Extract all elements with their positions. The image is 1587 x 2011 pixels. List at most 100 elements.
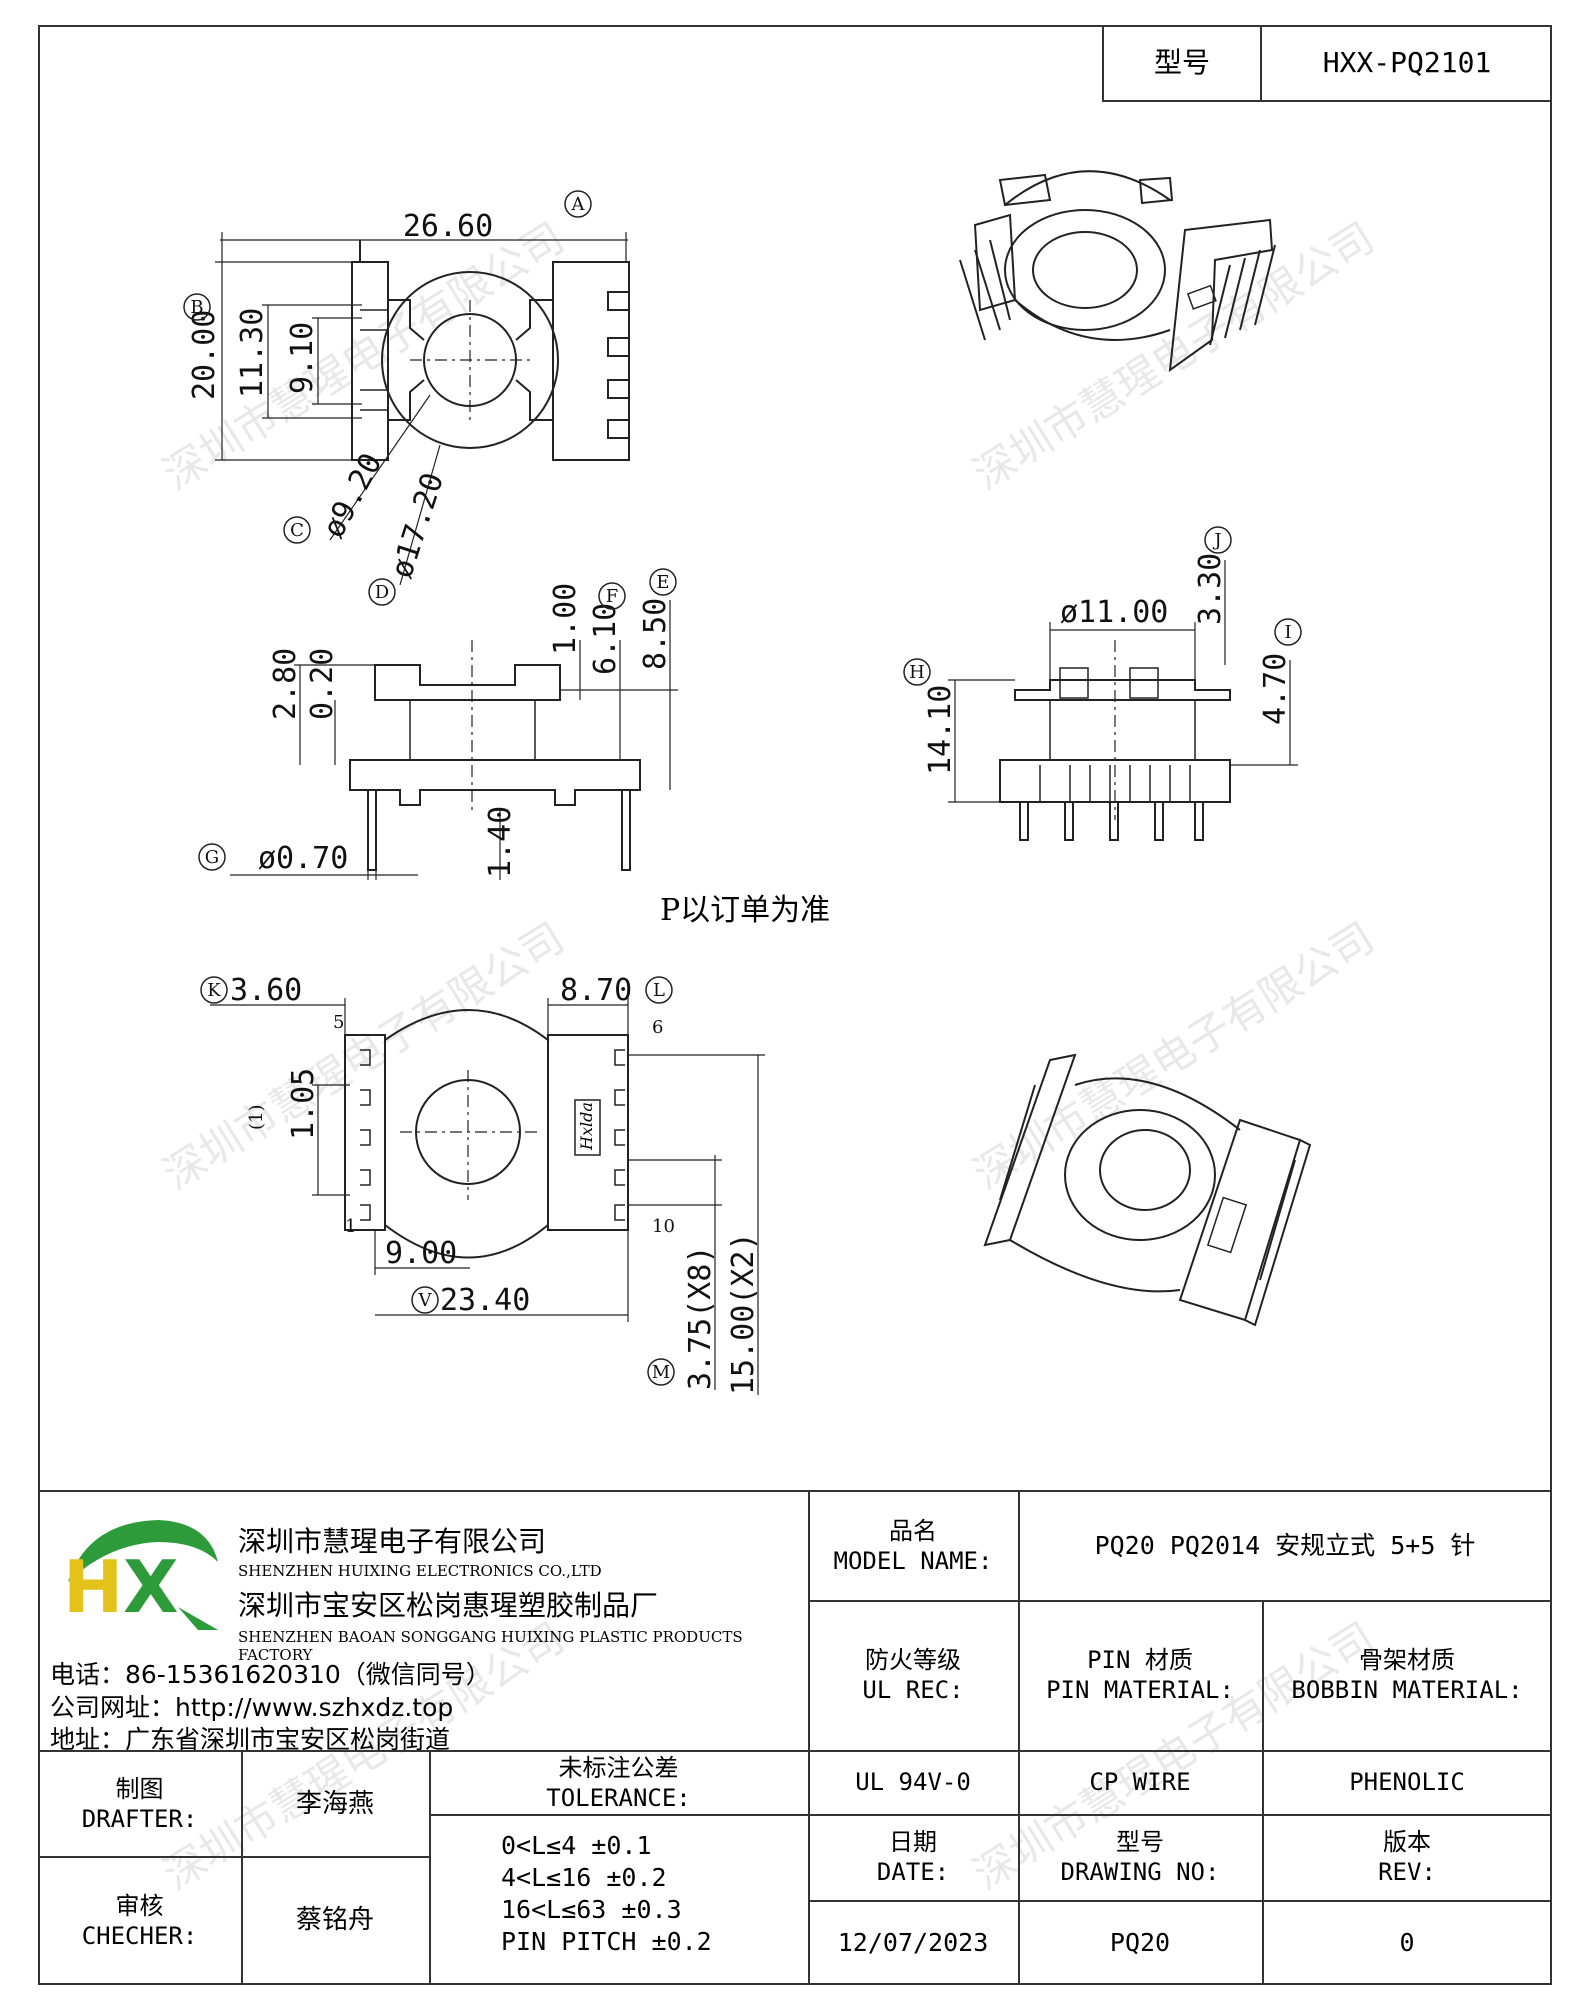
rev-en: REV: — [1378, 1858, 1436, 1886]
dim-1-00-text: 1.00 — [548, 583, 583, 655]
title-block: H X 深圳市慧瑆电子有限公司 SHENZHEN HUIXING ELECTRO… — [38, 1490, 1552, 1985]
logo-letter-h: H — [63, 1545, 123, 1629]
model-name-value: PQ20 PQ2014 安规立式 5+5 针 — [1018, 1490, 1552, 1602]
model-name-en: MODEL NAME: — [833, 1547, 993, 1575]
marker-j: J — [1212, 530, 1221, 551]
tolerance-line-1: 0<L≤4 ±0.1 — [501, 1831, 652, 1860]
pin-material-value: CP WIRE — [1018, 1750, 1264, 1816]
pin-note: P以订单为准 — [660, 893, 830, 928]
marker-b: B — [190, 297, 203, 318]
dim-8-50-text: 8.50 — [638, 598, 673, 670]
marker-a: A — [571, 194, 586, 215]
dim-8-70-text: 8.70 — [560, 973, 632, 1008]
iso-view-bottom — [983, 1053, 1312, 1327]
drafter-label: 制图 DRAFTER: — [38, 1750, 243, 1858]
tolerance-en: TOLERANCE: — [546, 1784, 691, 1812]
bottom-view: Hxlda 3.60 K 8.70 L 5 6 1 10 1.05 (1) 9.… — [200, 973, 765, 1395]
dim-dia11-text: ø11.00 — [1060, 595, 1168, 630]
factory-name-cn: 深圳市宝安区松岗惠瑆塑胶制品厂 — [238, 1589, 659, 1622]
marker-e: E — [656, 572, 669, 593]
dim-14-10-text: 14.10 — [923, 685, 958, 775]
dim-9-00-text: 9.00 — [385, 1236, 457, 1271]
factory-name-en: SHENZHEN BAOAN SONGGANG HUIXING PLASTIC … — [238, 1628, 743, 1664]
tolerance-line-4: PIN PITCH ±0.2 — [501, 1927, 712, 1956]
dim-1-05-note: (1) — [246, 1105, 267, 1131]
logo-letter-x: X — [123, 1545, 179, 1629]
marker-f: F — [606, 586, 619, 607]
dim-2-80-text: 2.80 — [268, 648, 303, 720]
company-name-en: SHENZHEN HUIXING ELECTRONICS CO.,LTD — [238, 1562, 602, 1580]
bobbin-logo-mark: Hxlda — [577, 1102, 596, 1151]
dim-3-30-text: 3.30 — [1193, 553, 1228, 625]
pin-material-en: PIN MATERIAL: — [1046, 1676, 1234, 1704]
marker-h: H — [909, 662, 925, 683]
drafter-en: DRAFTER: — [81, 1805, 198, 1833]
dim-3-60-text: 3.60 — [230, 973, 302, 1008]
tolerance-label: 未标注公差 TOLERANCE: — [429, 1750, 810, 1816]
header-model-box: 型号 HXX-PQ2101 — [1102, 25, 1552, 102]
pin-1-label: 1 — [345, 1216, 356, 1237]
side-view: ø11.00 3.30 J 4.70 I 14.10 H — [903, 526, 1302, 841]
date-en: DATE: — [876, 1858, 950, 1886]
drawing-frame — [38, 25, 1552, 1985]
dim-g-text: ø0.70 — [258, 841, 348, 876]
marker-d: D — [375, 582, 389, 603]
pin-10-label: 10 — [652, 1216, 675, 1237]
checker-en: CHECHER: — [81, 1921, 198, 1950]
drafter-cn: 制图 — [115, 1775, 164, 1803]
checker-value: 蔡铭舟 — [241, 1856, 431, 1985]
dim-0-20-text: 0.20 — [305, 648, 340, 720]
front-view: 2.80 0.20 1.00 6.10 F 8.50 E ø0.70 G 1.4… — [198, 568, 830, 928]
model-name-label: 品名 MODEL NAME: — [808, 1490, 1020, 1602]
bobbin-material-en: BOBBIN MATERIAL: — [1291, 1676, 1523, 1704]
drawing-no-label: 型号 DRAWING NO: — [1018, 1814, 1264, 1902]
tolerance-values: 0<L≤4 ±0.1 4<L≤16 ±0.2 16<L≤63 ±0.3 PIN … — [429, 1814, 810, 1985]
drawing-no-en: DRAWING NO: — [1060, 1858, 1220, 1886]
header-model-value: HXX-PQ2101 — [1322, 46, 1492, 79]
company-section: H X 深圳市慧瑆电子有限公司 SHENZHEN HUIXING ELECTRO… — [38, 1490, 810, 1754]
dim-a-text: 26.60 — [403, 209, 493, 244]
tolerance-line-2: 4<L≤16 ±0.2 — [501, 1863, 667, 1892]
company-phone: 电话：86-15361620310（微信同号） — [50, 1660, 491, 1689]
dim-9-10-text: 9.10 — [285, 322, 320, 394]
marker-g: G — [205, 847, 219, 868]
rev-label: 版本 REV: — [1262, 1814, 1552, 1902]
bobbin-material-label: 骨架材质 BOBBIN MATERIAL: — [1262, 1600, 1552, 1752]
company-logo: H X — [63, 1520, 218, 1630]
ul-rec-cn: 防火等级 — [865, 1646, 961, 1674]
rev-cn: 版本 — [1383, 1828, 1431, 1856]
date-value: 12/07/2023 — [808, 1900, 1020, 1985]
date-cn: 日期 — [889, 1828, 937, 1856]
dim-23-40-text: 23.40 — [440, 1283, 530, 1318]
pin-material-label: PIN 材质 PIN MATERIAL: — [1018, 1600, 1264, 1752]
drawing-no-value: PQ20 — [1018, 1900, 1264, 1985]
date-label: 日期 DATE: — [808, 1814, 1020, 1902]
dim-c-text: ø9.20 — [316, 448, 389, 544]
ul-rec-en: UL REC: — [862, 1676, 964, 1704]
marker-i: I — [1284, 622, 1291, 643]
bobbin-material-value: PHENOLIC — [1262, 1750, 1552, 1816]
top-view: 26.60 A 20.00 B 11.30 — [183, 190, 630, 606]
dim-3-75-text: 3.75(X8) — [683, 1246, 718, 1391]
drawing-no-cn: 型号 — [1116, 1828, 1164, 1856]
technical-drawing: 26.60 A 20.00 B 11.30 — [183, 170, 1312, 1395]
dim-6-10-text: 6.10 — [588, 603, 623, 675]
header-model-label: 型号 — [1104, 25, 1262, 100]
model-name-cn: 品名 — [889, 1517, 937, 1545]
dim-1-05-text: 1.05 — [286, 1068, 321, 1140]
marker-m: M — [652, 1362, 670, 1383]
iso-view-top — [959, 170, 1276, 373]
bobbin-material-cn: 骨架材质 — [1359, 1646, 1455, 1674]
pin-material-cn: PIN 材质 — [1087, 1646, 1193, 1674]
dim-1-40-text: 1.40 — [483, 806, 518, 878]
tolerance-line-3: 16<L≤63 ±0.3 — [501, 1895, 682, 1924]
dim-11-30-text: 11.30 — [235, 308, 270, 398]
checker-cn: 审核 — [115, 1891, 164, 1920]
dim-15-00-text: 15.00(X2) — [726, 1232, 761, 1395]
company-address: 地址：广东省深圳市宝安区松岗街道 — [50, 1725, 451, 1754]
marker-l: L — [653, 980, 665, 1001]
ul-rec-value: UL 94V-0 — [808, 1750, 1020, 1816]
dim-b-text: 20.00 — [187, 310, 222, 400]
pin-5-label: 5 — [333, 1012, 344, 1033]
company-website: 公司网址：http://www.szhxdz.top — [50, 1693, 454, 1722]
